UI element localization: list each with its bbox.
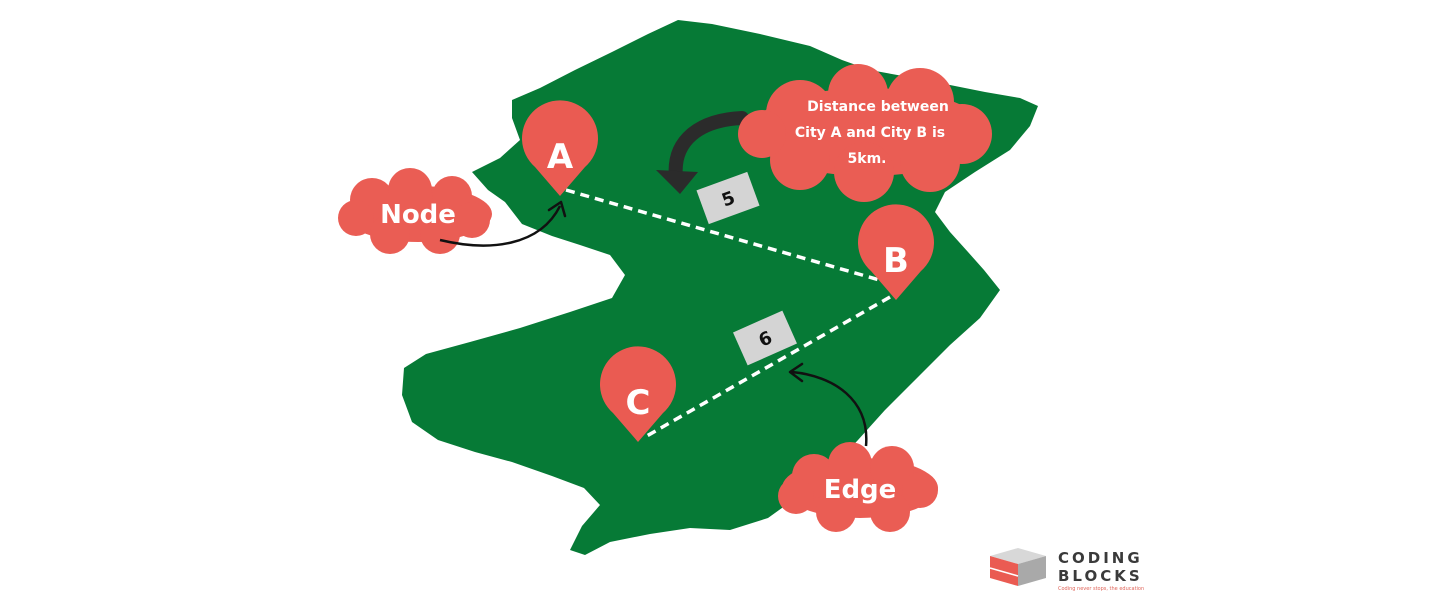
- node-label: A: [547, 137, 574, 177]
- logo-text-line-2: BLOCKS: [1058, 567, 1143, 585]
- distance-note-line-1: Distance between: [807, 99, 949, 115]
- distance-arrowhead-icon: [656, 170, 698, 194]
- node-callout-label: Node: [380, 200, 456, 230]
- logo-text-line-1: CODING: [1058, 549, 1143, 567]
- coding-blocks-logo: CODING BLOCKS Coding never stops, the ed…: [989, 548, 1144, 592]
- edge-b-c: [644, 295, 891, 439]
- node-arrowhead-icon: [547, 200, 567, 218]
- logo-tagline: Coding never stops, the education: [1058, 586, 1144, 592]
- distance-callout-cloud: [738, 64, 992, 202]
- distance-note-line-2: City A and City B is: [795, 125, 945, 141]
- node-label: C: [626, 383, 651, 423]
- node-pin-c: C: [600, 346, 676, 442]
- node-pin-b: B: [858, 204, 934, 300]
- node-pin-a: A: [522, 100, 598, 196]
- distance-callout-arrow: [668, 111, 749, 185]
- edge-callout-arrow: [791, 370, 868, 447]
- edge-weight-box-6: 6: [733, 310, 797, 366]
- node-callout-arrow: [439, 205, 562, 247]
- edge-callout-label: Edge: [824, 475, 897, 505]
- node-callout-cloud: [338, 168, 492, 254]
- edge-callout-cloud: [778, 442, 938, 532]
- node-label: B: [883, 241, 909, 281]
- cube-icon: [989, 548, 1046, 586]
- edge-weight-box-5: 5: [696, 171, 760, 225]
- edge-arrowhead-icon: [788, 362, 804, 383]
- edge-a-b: [565, 188, 891, 285]
- distance-note-line-3: 5km.: [848, 151, 887, 167]
